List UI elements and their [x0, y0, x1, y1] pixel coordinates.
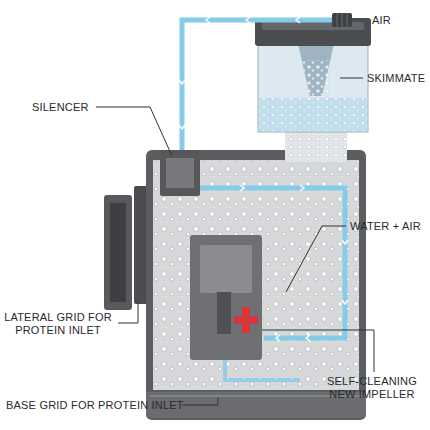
- skimmate-liquid: [259, 98, 367, 131]
- flow-arrows: [179, 17, 348, 341]
- callout-label: WATER + AIR: [350, 220, 421, 233]
- water-air-flow: [200, 188, 345, 338]
- callout-label: SILENCER: [32, 101, 89, 114]
- side-grid: [104, 195, 132, 310]
- pump: [190, 235, 262, 360]
- callout-label: BASE GRID FOR PROTEIN INLET: [6, 399, 184, 412]
- callout-label: AIR: [372, 14, 391, 27]
- callout-label: SKIMMATE: [367, 72, 425, 85]
- air-connector: [332, 13, 352, 27]
- silencer: [160, 150, 200, 196]
- leader-lines: [96, 78, 374, 405]
- side-grid-slot: [110, 203, 126, 302]
- callout-label: SELF-CLEANING NEW IMPELLER: [317, 375, 427, 401]
- collection-cup: [258, 40, 368, 132]
- callout-label: LATERAL GRID FOR PROTEIN INLET: [2, 311, 114, 337]
- air-flow: [182, 20, 332, 150]
